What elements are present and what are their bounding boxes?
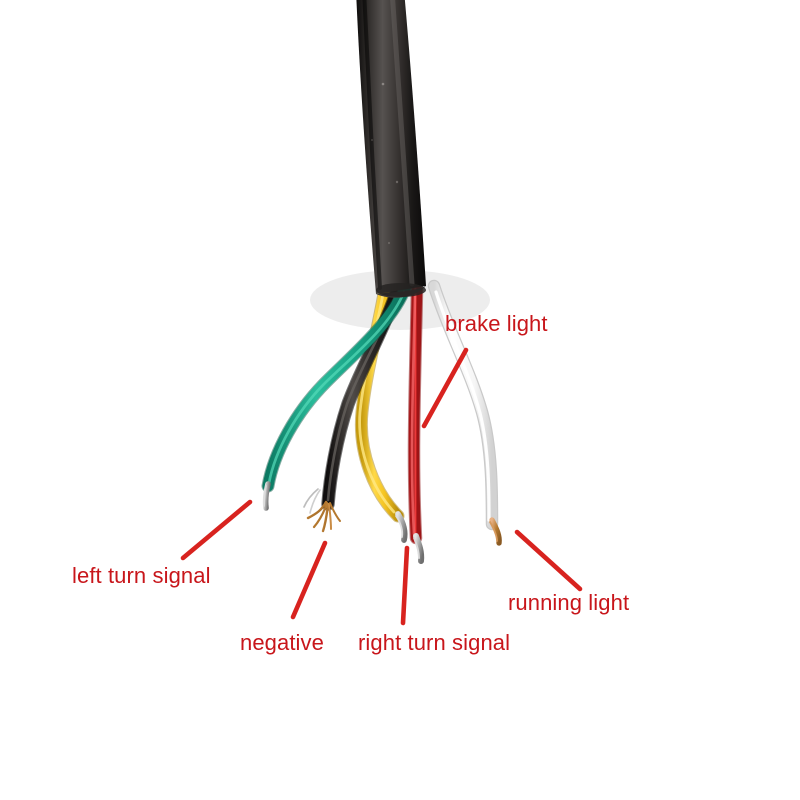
leader-right-turn-signal xyxy=(400,545,410,626)
label-right-turn-signal: right turn signal xyxy=(358,630,511,655)
leader-negative xyxy=(290,540,328,620)
label-negative: negative xyxy=(240,630,324,655)
wire-tip-yellow xyxy=(395,511,408,543)
wire-tip-red xyxy=(413,533,425,564)
wire-white-running-light xyxy=(427,279,502,546)
label-brake-light: brake light xyxy=(445,311,548,336)
label-running-light: running light xyxy=(508,590,630,615)
label-left-turn-signal: left turn signal xyxy=(72,563,211,588)
leader-left-turn-signal xyxy=(180,499,253,561)
wire-tip-black-frayed-copper xyxy=(303,488,341,533)
wire-tip-green xyxy=(262,481,271,511)
wire-red-brake-light xyxy=(407,283,425,564)
wire-green-left-turn-signal xyxy=(261,279,413,511)
leader-running-light xyxy=(514,529,583,592)
leader-brake-light xyxy=(421,347,469,429)
leader-lines-group xyxy=(180,347,583,626)
wire-tip-white xyxy=(489,517,502,546)
cable-outer-jacket xyxy=(356,0,426,298)
